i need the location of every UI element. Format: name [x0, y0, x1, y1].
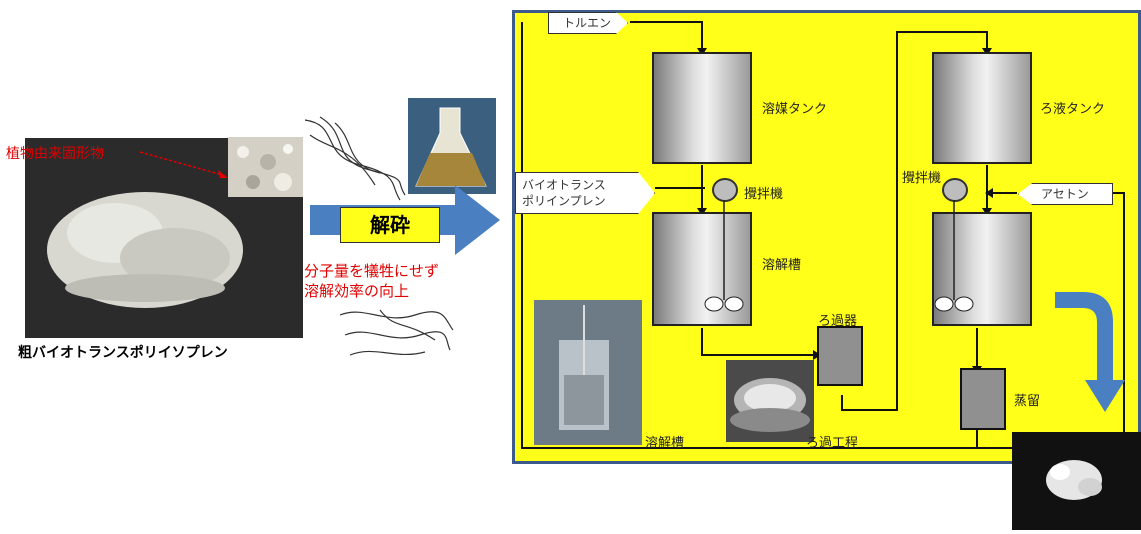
plant-solid-inset-photo: [228, 137, 303, 197]
solvent-tank-label: 溶媒タンク: [762, 102, 828, 117]
filtration-photo: [726, 360, 814, 442]
filter-unit: [817, 326, 863, 386]
stirrer-shaft-left: [704, 200, 744, 312]
toluene-input-tag: トルエン: [548, 12, 628, 34]
stirrer-shaft-right: [934, 200, 974, 312]
fiber-strands-bottom-icon: [339, 309, 454, 356]
bio-trans-feed-line: [655, 187, 705, 189]
filtrate-tank-label: ろ液タンク: [1040, 102, 1106, 117]
output-arrow: [1055, 292, 1125, 412]
distillation-label: 蒸留: [1014, 394, 1041, 409]
flask-photo: [408, 98, 496, 194]
crush-box: 解砕: [340, 207, 440, 243]
distillation-unit: [960, 368, 1006, 430]
acetone-input-tag: アセトン: [1018, 183, 1113, 205]
plant-solid-label: 植物由来固形物: [6, 146, 104, 162]
benefit-line-1: 分子量を犠牲にせず: [304, 262, 440, 280]
filtrate-tank: [932, 52, 1032, 164]
dissolution-tank-photo: [534, 300, 642, 445]
bio-trans-label-1: バイオトランス: [522, 178, 606, 192]
plant-solid-pointer-arrow: [139, 151, 228, 178]
benefit-line-2: 溶解効率の向上: [304, 282, 410, 300]
filter-label: ろ過器: [818, 314, 858, 329]
stirrer-right-label: 攪拌機: [902, 171, 942, 186]
dissolution-tank-left-label: 溶解槽: [762, 258, 802, 273]
bio-trans-label-2: ポリインプレン: [522, 194, 606, 208]
crude-polymer-label: 粗バイオトランスポリイソプレン: [18, 345, 228, 361]
solvent-tank: [652, 52, 752, 164]
dissolution-photo-label: 溶解槽: [645, 436, 685, 451]
fiber-strands-top-icon: [304, 116, 406, 201]
stirrer-left-label: 攪拌機: [744, 187, 784, 202]
bio-trans-input-tag: バイオトランス ポリインプレン: [515, 172, 655, 214]
stirrer-motor-right-icon: [942, 178, 968, 202]
filtration-photo-label: ろ過工程: [806, 436, 859, 451]
stirrer-motor-left-icon: [712, 178, 738, 202]
refined-product-photo: [1012, 432, 1141, 530]
